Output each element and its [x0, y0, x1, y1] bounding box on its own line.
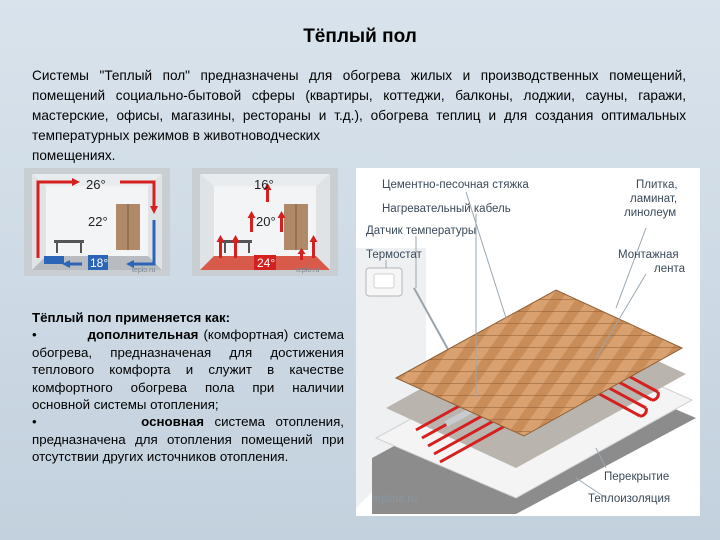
label-screed: Цементно-песочная стяжка	[382, 179, 529, 191]
radiator	[44, 256, 64, 264]
temp-ceiling: 16°	[254, 177, 274, 192]
bullet: •	[32, 327, 37, 343]
use-item-supplementary-text: (комфортная) система обогрева, предназна…	[32, 327, 345, 413]
room-radiator-figure: 26° 22° 18° teplo.ru	[24, 168, 170, 276]
temp-ceiling: 26°	[86, 177, 106, 192]
room-radiator-illustration: 26° 22° 18° teplo.ru	[24, 168, 170, 276]
label-tile-3: линолеум	[624, 207, 676, 219]
floor-covering	[394, 289, 684, 437]
use-item-primary-term: основная	[141, 414, 205, 430]
page-title: Тёплый пол	[303, 26, 417, 47]
watermark: teplo.ru	[132, 267, 155, 274]
use-item-supplementary: • дополнительная (комфортная) система об…	[32, 326, 344, 413]
label-tape-1: Монтажная	[618, 249, 679, 261]
use-item-primary-text: система отопления, предназначена для ото…	[32, 414, 344, 465]
temp-middle: 22°	[88, 214, 108, 229]
uses-heading: Тёплый пол применяется как:	[32, 310, 231, 325]
intro-text: Системы "Теплый пол" предназначены для о…	[32, 68, 686, 143]
temp-middle: 20°	[256, 214, 276, 229]
floor-layers-illustration: Цементно-песочная стяжка Нагревательный …	[356, 168, 700, 516]
watermark: teplo.ru	[296, 267, 319, 274]
use-item-supplementary-term: дополнительная	[87, 327, 199, 343]
cool-air-arrow	[134, 220, 156, 266]
label-sensor: Датчик температуры	[366, 225, 476, 237]
label-thermostat: Термостат	[366, 249, 423, 261]
use-item-primary: • основная система отопления, предназнач…	[32, 413, 344, 465]
label-cable: Нагревательный кабель	[382, 203, 511, 215]
label-insulation: Теплоизоляция	[588, 493, 670, 505]
room-floor-heating-figure: 16° 20° 24° teplo.ru	[192, 168, 338, 276]
temp-floor: 18°	[90, 256, 108, 270]
room-floor-heating-illustration: 16° 20° 24° teplo.ru	[192, 168, 338, 276]
floor-layers-diagram: Цементно-песочная стяжка Нагревательный …	[356, 168, 700, 516]
label-slab: Перекрытие	[604, 471, 669, 483]
warm-air-arrow	[36, 180, 72, 258]
label-tile-1: Плитка,	[636, 179, 678, 191]
leader-lines	[385, 191, 647, 499]
bullet: •	[32, 414, 37, 430]
watermark: teplina.ru	[372, 493, 417, 505]
intro-last-line: помещениях.	[32, 148, 116, 163]
heat-rising-arrows	[216, 183, 318, 260]
uses-section: Тёплый пол применяется как: • дополнител…	[32, 309, 344, 466]
label-tape-2: лента	[654, 263, 686, 275]
temp-floor: 24°	[257, 256, 275, 270]
label-tile-2: ламинат,	[630, 193, 677, 205]
intro-paragraph: Системы "Теплый пол" предназначены для о…	[32, 66, 686, 166]
